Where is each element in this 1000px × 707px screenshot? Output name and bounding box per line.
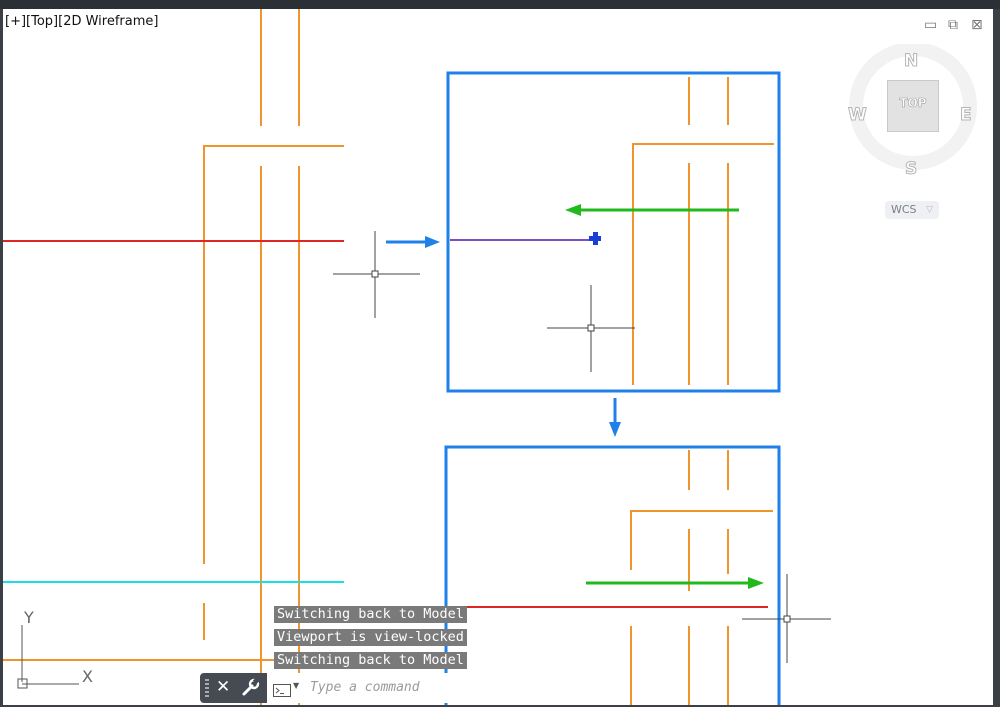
restore-icon[interactable]: ⧉ [948,17,958,33]
green-arrow-right [586,577,764,589]
chevron-down-icon: ▽ [926,205,933,215]
wcs-dropdown[interactable]: WCS ▽ [885,201,939,219]
compass-ring [849,44,977,170]
window-top-border [0,0,1000,9]
command-history-line: Switching back to Model [274,606,467,623]
ucs-icon [17,625,79,689]
command-prompt-icon[interactable] [273,682,291,701]
minimize-icon[interactable]: ▭ [924,17,938,33]
window-right-border [993,9,1000,707]
compass-west[interactable]: W [848,105,868,126]
orange-line [203,145,344,564]
drawing-canvas[interactable]: [+][Top][2D Wireframe] ▭ ⧉ ⊠ Y X [3,9,993,705]
orange-line [630,510,773,570]
close-icon[interactable]: ⊠ [971,17,983,33]
crosshair-cursor [547,285,635,372]
drag-handle-icon[interactable] [205,679,209,697]
orange-line [632,143,774,385]
wrench-icon[interactable] [241,676,261,701]
blue-arrow-down [609,398,621,437]
viewcube-top-face[interactable]: TOP [887,80,939,132]
compass-south[interactable]: S [904,159,918,180]
crosshair-cursor [742,574,831,663]
wcs-label: WCS [891,203,917,216]
callout-box-after [444,445,781,705]
close-icon[interactable]: ✕ [216,677,231,697]
green-arrow-left [565,204,739,216]
command-input[interactable]: ▼ Type a command [270,673,467,703]
crosshair-cursor [333,231,420,318]
ucs-x-label: X [82,667,93,686]
command-history-line: Viewport is view-locked [274,629,467,646]
viewcube[interactable]: N S E W TOP [846,44,986,184]
command-history-line: Switching back to Model [274,652,467,669]
command-line-tools: ✕ [200,673,267,703]
compass-east[interactable]: E [960,105,973,126]
compass-north[interactable]: N [903,51,919,72]
drawing-geometry [3,9,831,705]
viewcube-face-label: TOP [899,96,927,111]
grip-plus-marker [589,232,601,245]
callout-box-before [446,71,781,393]
command-placeholder: Type a command [310,680,420,695]
chevron-down-icon[interactable]: ▼ [293,681,300,690]
command-line: ✕ ▼ Type a command [200,673,467,703]
blue-arrow-right [386,236,440,248]
viewport-label[interactable]: [+][Top][2D Wireframe] [5,14,159,29]
ucs-y-label: Y [24,608,34,627]
